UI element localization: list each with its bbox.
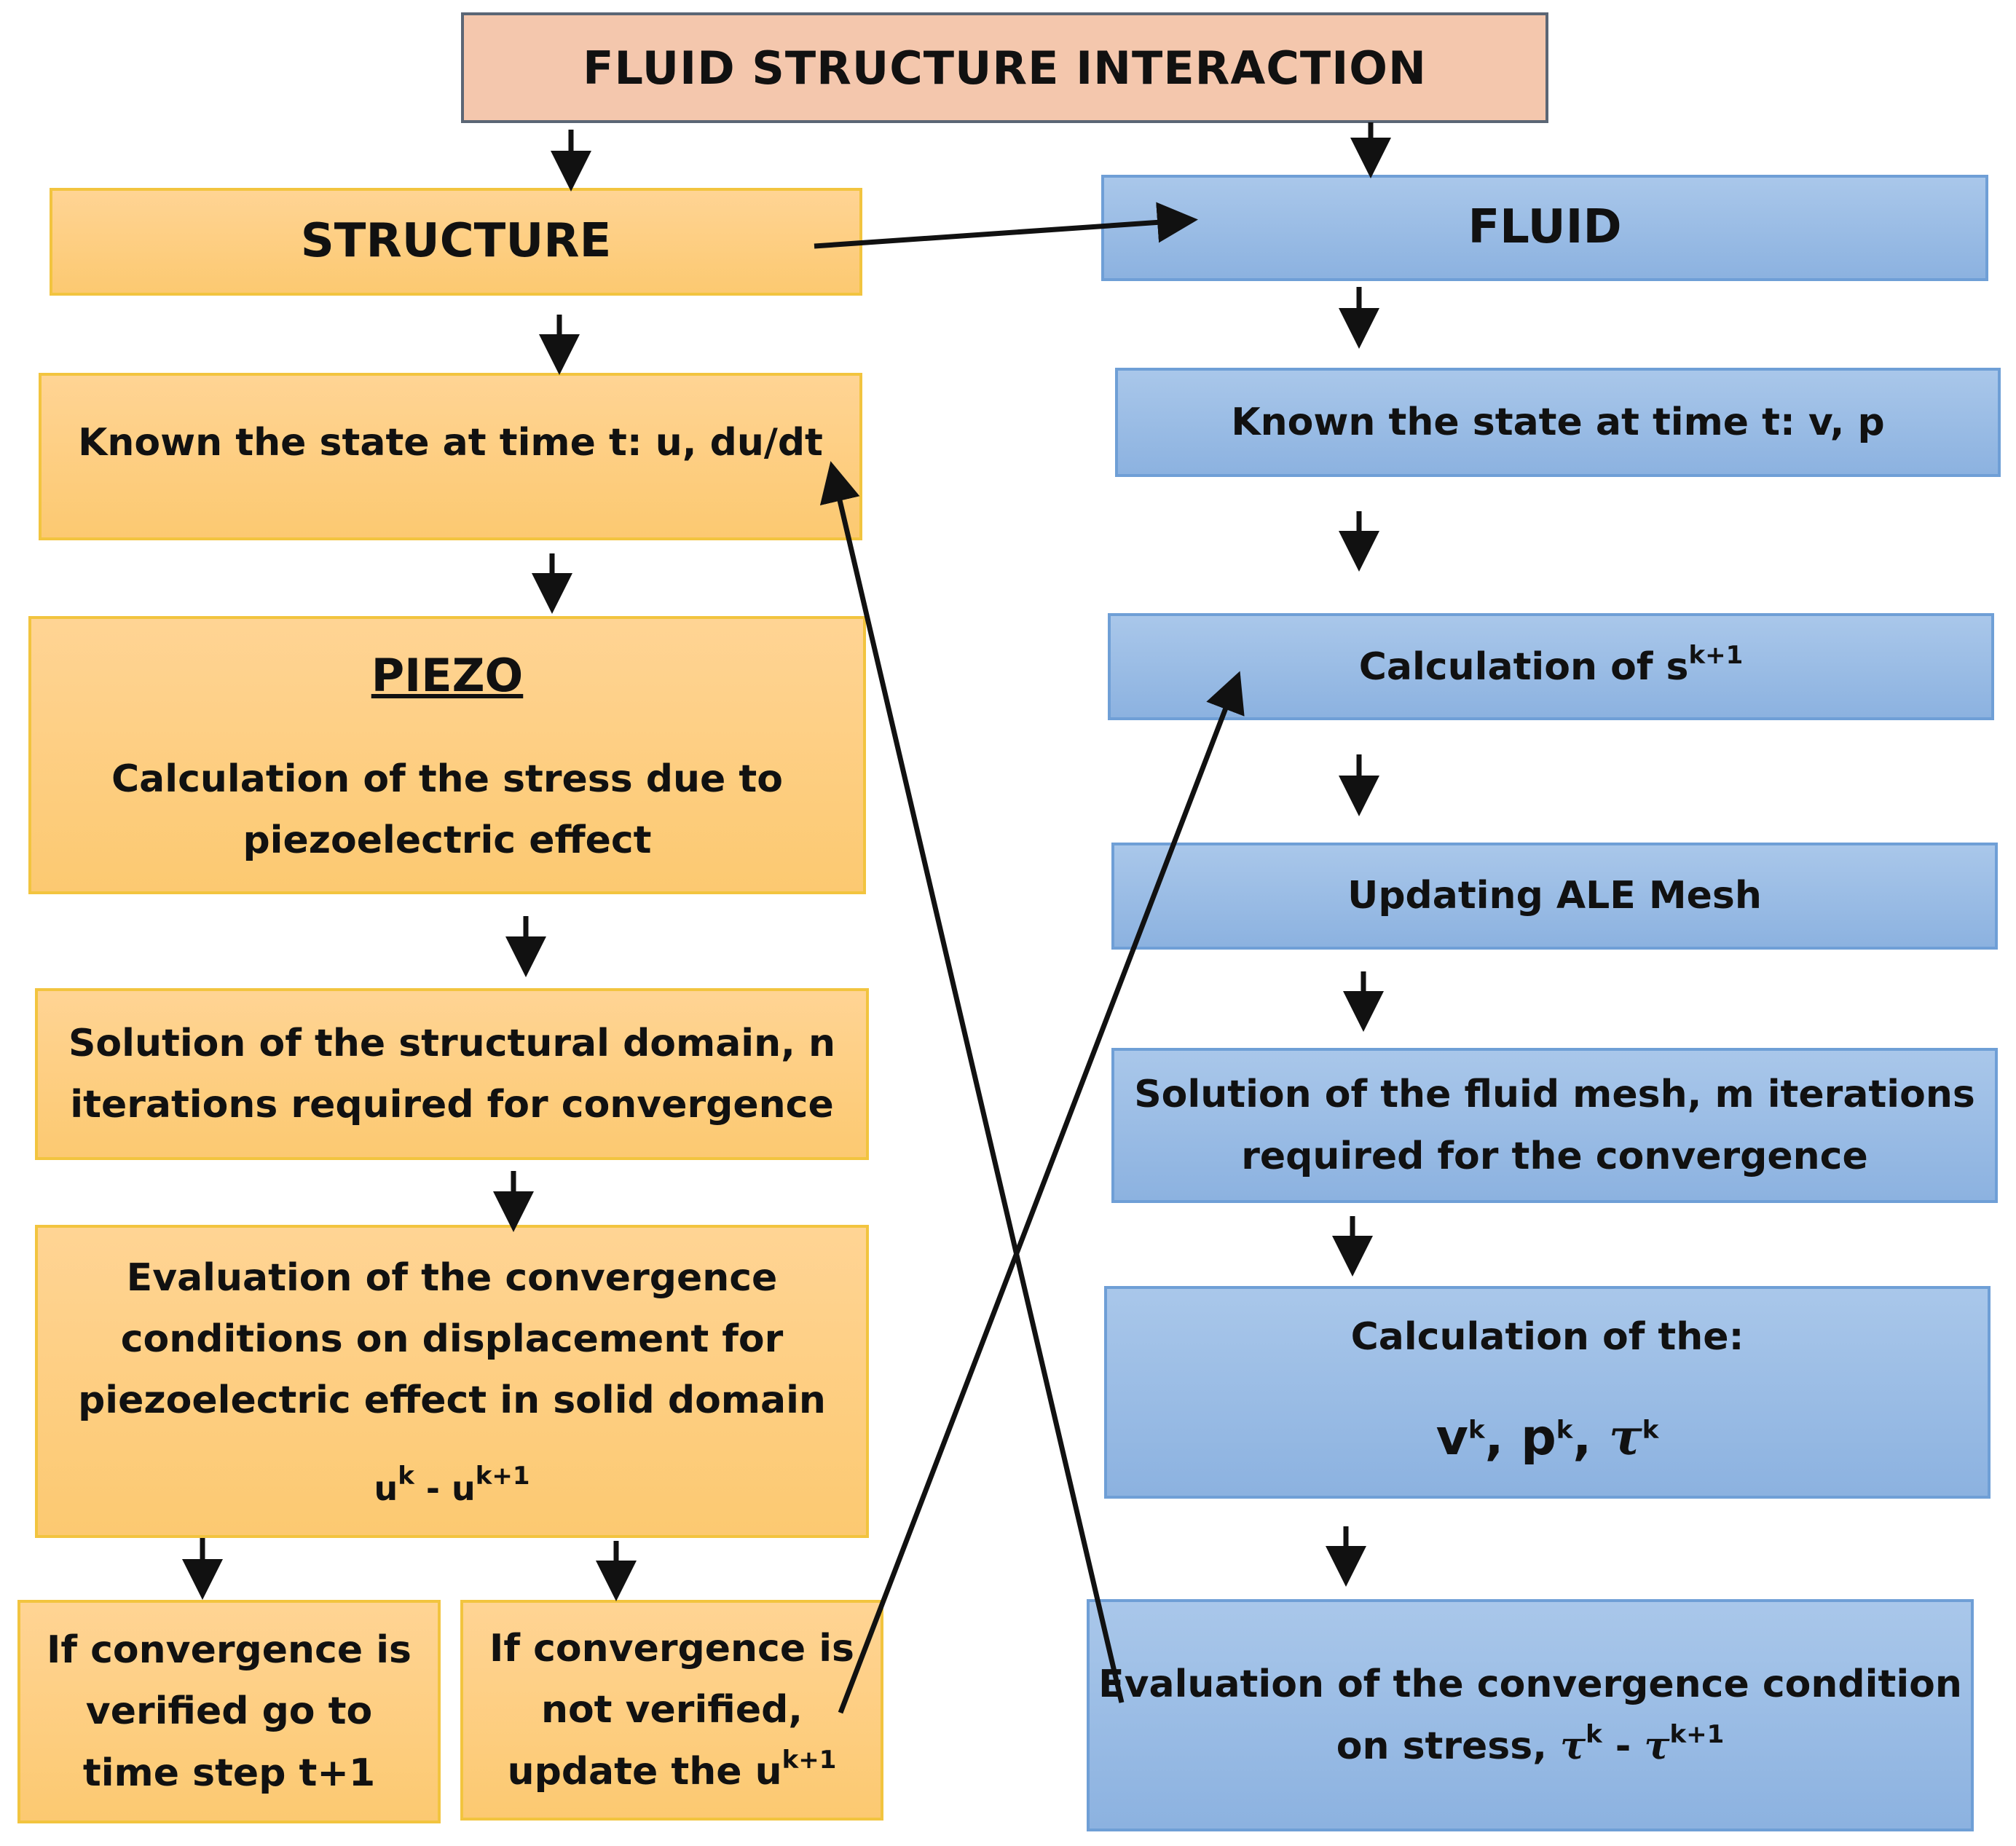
arrow-fluid-eval-to-structure-known: [819, 461, 1125, 1703]
piezo-line-2: piezoelectric effect: [243, 819, 652, 863]
displacement-formula: uk - uk+1: [374, 1461, 530, 1508]
calc-s-box: Calculation of sk+1: [1108, 613, 1994, 720]
converged-line-1: If convergence is: [47, 1628, 412, 1673]
vpt-formula: vk, pk, τk: [1436, 1408, 1659, 1467]
ale-box: Updating ALE Mesh: [1111, 843, 1998, 950]
structure-known-state: Known the state at time t: u, du/dt: [78, 421, 823, 465]
not-converged-line-1: If convergence is: [489, 1626, 854, 1671]
structure-solution-line-2: iterations required for convergence: [70, 1083, 834, 1127]
calc-vpt-label: Calculation of the:: [1350, 1315, 1744, 1360]
calc-vpt-box: Calculation of the: vk, pk, τk: [1104, 1286, 1991, 1499]
structure-eval-line-3: piezoelectric effect in solid domain: [78, 1378, 826, 1423]
fluid-known-state: Known the state at time t: v, p: [1231, 400, 1885, 444]
converged-box: If convergence is verified go to time st…: [17, 1600, 441, 1823]
fluid-header-box: FLUID: [1101, 175, 1988, 281]
not-converged-line-2: not verified,: [540, 1687, 803, 1732]
not-converged-box: If convergence is not verified, update t…: [460, 1600, 883, 1821]
piezo-line-1: Calculation of the stress due to: [111, 757, 783, 801]
structure-eval-line-2: conditions on displacement for: [120, 1317, 784, 1362]
title-box: FLUID STRUCTURE INTERACTION: [461, 12, 1548, 123]
fluid-header: FLUID: [1468, 200, 1622, 255]
fluid-eval-line-2: on stress, τk - τk+1: [1336, 1720, 1725, 1768]
structure-solution-box: Solution of the structural domain, n ite…: [35, 988, 869, 1160]
fluid-known-state-box: Known the state at time t: v, p: [1115, 368, 2001, 477]
fluid-evaluation-box: Evaluation of the convergence condition …: [1087, 1599, 1974, 1831]
not-converged-line-3: update the uk+1: [507, 1746, 837, 1794]
diagram-title: FLUID STRUCTURE INTERACTION: [583, 41, 1427, 95]
fluid-solution-box: Solution of the fluid mesh, m iterations…: [1111, 1048, 1998, 1203]
piezo-box: PIEZO Calculation of the stress due to p…: [28, 616, 866, 894]
piezo-title: PIEZO: [371, 648, 524, 702]
arrow-structure-to-fluid: [814, 202, 1198, 249]
fluid-solution-line-1: Solution of the fluid mesh, m iterations: [1134, 1073, 1975, 1117]
structure-evaluation-box: Evaluation of the convergence conditions…: [35, 1225, 869, 1538]
structure-header: STRUCTURE: [300, 214, 612, 269]
converged-line-3: time step t+1: [82, 1751, 376, 1795]
calc-s-label: Calculation of sk+1: [1358, 640, 1744, 689]
fluid-eval-line-1: Evaluation of the convergence condition: [1098, 1662, 1962, 1706]
structure-known-state-box: Known the state at time t: u, du/dt: [39, 373, 862, 540]
fluid-solution-line-2: required for the convergence: [1241, 1134, 1868, 1178]
arrow-update-u-to-calc-s: [838, 671, 1245, 1714]
structure-header-box: STRUCTURE: [50, 188, 862, 296]
structure-solution-line-1: Solution of the structural domain, n: [68, 1021, 836, 1065]
structure-eval-line-1: Evaluation of the convergence: [126, 1255, 778, 1300]
ale-label: Updating ALE Mesh: [1347, 874, 1762, 918]
converged-line-2: verified go to: [85, 1689, 373, 1734]
